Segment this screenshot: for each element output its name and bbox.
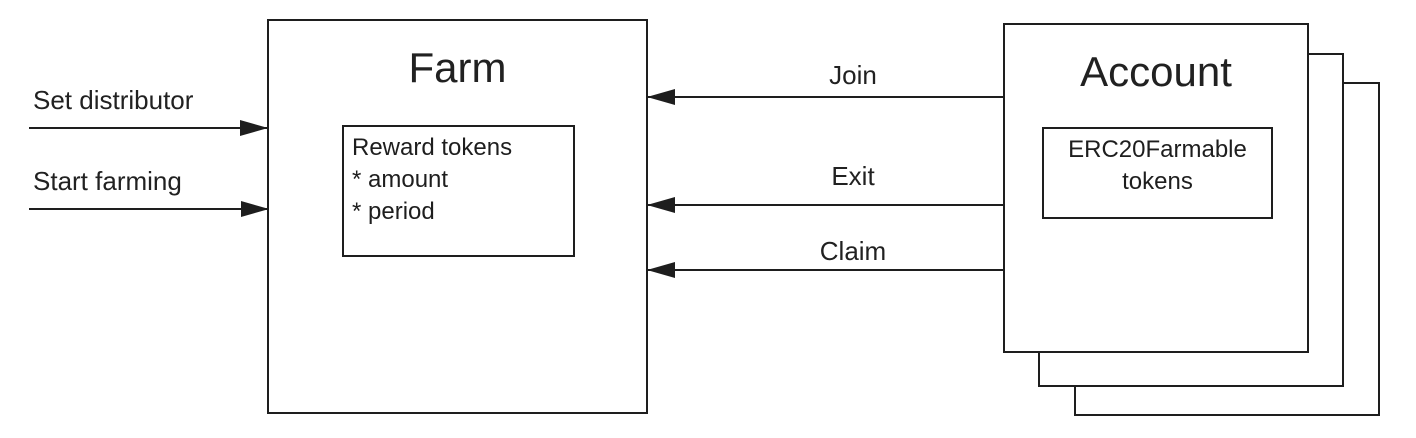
label-start-farming: Start farming (33, 166, 182, 196)
arrow-exit (647, 197, 1004, 213)
arrowhead-left-icon (647, 262, 675, 278)
erc20-tokens-line2: tokens (1122, 168, 1193, 195)
label-claim: Claim (819, 236, 887, 266)
arrow-start-farming (29, 201, 269, 217)
arrowhead-right-icon (241, 201, 269, 217)
arrowhead-right-icon (240, 120, 268, 136)
farm-title: Farm (408, 44, 507, 91)
arrowhead-left-icon (647, 197, 675, 213)
arrow-line (648, 96, 1004, 98)
label-exit: Exit (831, 161, 875, 191)
account-title: Account (1080, 48, 1232, 95)
arrow-set-distributor (29, 120, 268, 136)
arrow-line (648, 204, 1004, 206)
label-set-distributor: Set distributor (33, 85, 194, 115)
arrow-join (647, 89, 1004, 105)
reward-box-title: Reward tokens (352, 134, 513, 161)
reward-box-amount: * amount (352, 166, 449, 193)
erc20-tokens-line1: ERC20Farmable (1068, 136, 1247, 163)
arrow-claim (647, 262, 1004, 278)
arrow-line (648, 269, 1004, 271)
arrowhead-left-icon (647, 89, 675, 105)
arrow-line (29, 208, 268, 210)
farm-box: Farm Reward tokens * amount * period (267, 19, 648, 414)
label-join: Join (829, 60, 877, 90)
arrow-line (29, 127, 267, 129)
reward-tokens-box: Reward tokens * amount * period (342, 125, 575, 257)
reward-box-period: * period (352, 198, 435, 225)
erc20farmable-tokens-box: ERC20Farmable tokens (1042, 127, 1273, 219)
account-box-front: Account ERC20Farmable tokens (1003, 23, 1309, 353)
